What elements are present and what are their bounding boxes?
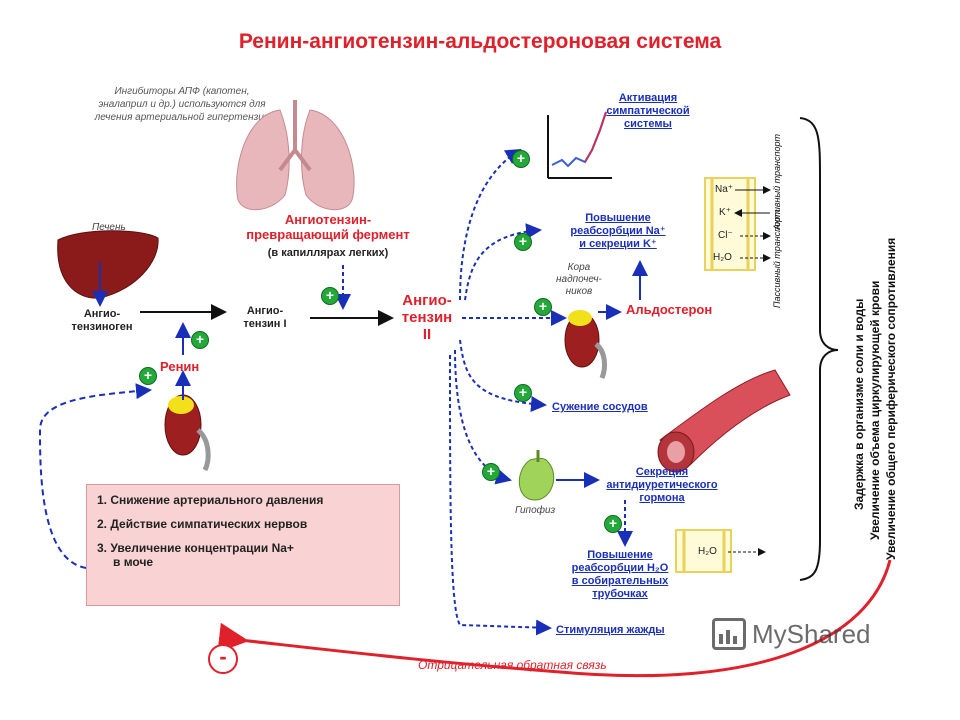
watermark: MyShared xyxy=(712,618,871,650)
water-label: H₂O xyxy=(698,546,717,557)
causes-box: 1. Снижение артериального давления 2. Де… xyxy=(86,484,400,606)
effect-thirst[interactable]: Стимуляция жажды xyxy=(556,624,665,636)
negative-feedback-arrow xyxy=(217,559,892,678)
outcome-1: Задержка в организме соли и воды xyxy=(852,298,866,510)
plus-sign-vessels: + xyxy=(514,384,532,402)
liver-label: Печень xyxy=(92,222,126,233)
plus-sign-renin: + xyxy=(191,331,209,349)
water-transport-panel xyxy=(675,529,766,573)
effect-vasoconstriction[interactable]: Сужение сосудов xyxy=(552,401,648,413)
liver-icon xyxy=(57,230,159,299)
ion-cl: Cl⁻ xyxy=(718,230,733,241)
outcome-brace xyxy=(799,117,839,581)
outcome-2: Увеличение объема циркулирующей крови xyxy=(868,280,882,540)
page-title: Ренин-ангиотензин-альдостероновая систем… xyxy=(238,30,722,53)
plus-sign-kidney: + xyxy=(139,367,157,385)
adrenal-kidney-icon xyxy=(564,310,607,379)
renin-label: Ренин xyxy=(160,359,200,374)
watermark-logo-icon xyxy=(712,618,746,650)
lungs-icon xyxy=(236,100,355,211)
ace-inhibitors-note: Ингибиторы АПФ (капотен, эналаприл и др.… xyxy=(94,86,270,123)
plus-sign-adh: + xyxy=(604,515,622,533)
ace-enzyme-label: Ангиотензин-превращающий фермент xyxy=(246,212,410,242)
passive-transport-label: Пассивный транспорт xyxy=(772,209,782,308)
cause-3-cont: в моче xyxy=(113,555,154,569)
plus-sign-na: + xyxy=(514,233,532,251)
cause-3: 3. Увеличение концентрации Na+ xyxy=(97,541,294,555)
plus-sign-ace: + xyxy=(321,287,339,305)
angiotensinogen-label: Ангио-тензиноген xyxy=(71,308,133,333)
blood-vessel-icon xyxy=(657,369,791,473)
watermark-text: MyShared xyxy=(752,618,871,649)
ion-k: K⁺ xyxy=(719,207,731,218)
minus-sign: - xyxy=(208,644,238,674)
plus-sign-sympathetic: + xyxy=(512,150,530,168)
negative-feedback-label: Отрицательная обратная связь xyxy=(418,658,607,672)
ace-location-label: (в капиллярах легких) xyxy=(267,247,389,259)
pituitary-icon xyxy=(518,450,555,501)
pituitary-label: Гипофиз xyxy=(515,505,556,516)
angiotensin-1-label: Ангио-тензин I xyxy=(243,305,287,330)
cause-2: 2. Действие симпатических нервов xyxy=(97,517,308,531)
kidney-icon xyxy=(164,394,211,472)
plus-sign-pituitary: + xyxy=(482,463,500,481)
plus-sign-adrenal: + xyxy=(534,298,552,316)
sympathetic-graph-icon xyxy=(547,111,612,179)
ion-na: Na⁺ xyxy=(715,184,734,195)
ion-h2o: H₂O xyxy=(713,252,732,263)
outcome-3: Увеличение общего периферического сопрот… xyxy=(884,237,898,560)
cause-1: 1. Снижение артериального давления xyxy=(97,493,324,507)
aldosterone-label: Альдостерон xyxy=(626,302,713,317)
ion-transport-panel xyxy=(704,177,771,271)
